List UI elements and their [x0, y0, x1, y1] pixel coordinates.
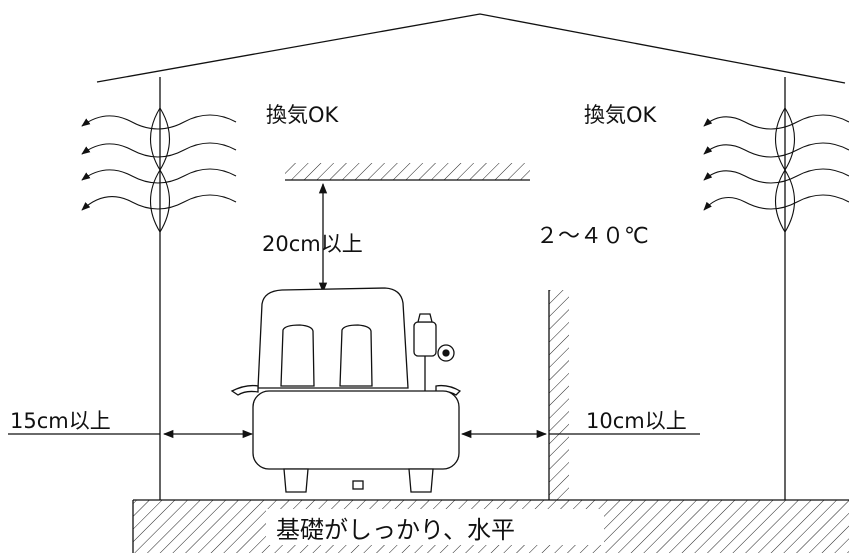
right-airflow-arrows	[703, 114, 849, 211]
compressor-foot-left	[283, 468, 309, 493]
right-vent-fan	[775, 106, 795, 234]
left-airflow-arrows	[81, 114, 237, 211]
compressor-slot-left	[280, 324, 315, 387]
side-wall-hatch	[549, 290, 569, 500]
compressor-tank	[252, 390, 460, 470]
left-clearance-label: 15cm以上	[10, 409, 111, 433]
foundation-label: 基礎がしっかり、水平	[276, 516, 515, 544]
compressor-slot-right	[339, 324, 373, 387]
ceiling-obstacle-hatch	[285, 163, 530, 180]
temperature-range-label: ２～４０℃	[536, 224, 649, 249]
left-vent-fan	[150, 106, 170, 234]
compressor-drain	[352, 480, 364, 490]
vent-ok-label-right: 換気OK	[584, 103, 658, 127]
roof-line	[96, 13, 846, 84]
compressor-cover	[257, 287, 409, 389]
air-compressor	[230, 287, 462, 493]
vent-ok-label-left: 換気OK	[266, 103, 340, 127]
compressor-handle-left	[230, 384, 259, 396]
compressor-regulator	[413, 321, 437, 357]
foundation-label-bg	[266, 509, 604, 545]
right-clearance-label: 10cm以上	[586, 409, 687, 433]
top-clearance-label: 20cm以上	[262, 232, 363, 256]
compressor-foot-right	[408, 468, 434, 493]
